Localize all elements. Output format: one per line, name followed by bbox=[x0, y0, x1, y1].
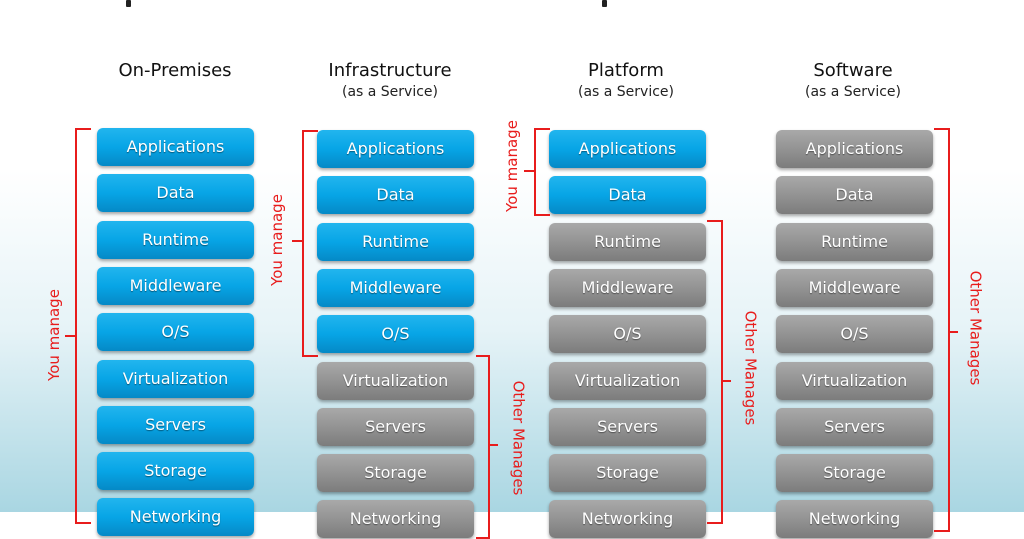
layer-servers: Servers bbox=[97, 405, 254, 444]
column-header-paas: Platform (as a Service) bbox=[526, 60, 726, 102]
other-manages-bracket bbox=[707, 220, 723, 524]
bracket-tick bbox=[721, 380, 731, 382]
layer-virtualization: Virtualization bbox=[776, 361, 933, 400]
column-title: Infrastructure bbox=[328, 60, 452, 81]
bracket-tick bbox=[524, 170, 534, 172]
layer-runtime: Runtime bbox=[97, 220, 254, 259]
layer-applications: Applications bbox=[776, 130, 933, 168]
layer-storage: Storage bbox=[549, 454, 706, 493]
column-title: On-Premises bbox=[118, 60, 232, 81]
layer-os: O/S bbox=[549, 315, 706, 354]
layer-networking: Networking bbox=[549, 500, 706, 539]
other-manages-label: Other Manages bbox=[508, 380, 527, 496]
layer-servers: Servers bbox=[317, 407, 474, 446]
you-manage-label: You manage bbox=[267, 194, 286, 286]
column-title: Software bbox=[813, 60, 893, 81]
bracket-tick bbox=[488, 444, 498, 446]
title-fragment bbox=[602, 0, 607, 7]
column-header-iaas: Infrastructure (as a Service) bbox=[290, 60, 490, 102]
layer-data: Data bbox=[549, 176, 706, 215]
column-header-on-premises: On-Premises bbox=[75, 60, 275, 82]
layer-networking: Networking bbox=[776, 500, 933, 539]
bracket-tick bbox=[292, 240, 302, 242]
layer-os: O/S bbox=[317, 315, 474, 354]
layer-middleware: Middleware bbox=[549, 268, 706, 307]
column-header-saas: Software (as a Service) bbox=[753, 60, 953, 102]
layer-middleware: Middleware bbox=[97, 266, 254, 305]
bracket-tick bbox=[948, 331, 958, 333]
layer-os: O/S bbox=[776, 315, 933, 354]
layer-applications: Applications bbox=[549, 130, 706, 168]
you-manage-label: You manage bbox=[44, 289, 63, 381]
column-subtitle: (as a Service) bbox=[341, 84, 439, 100]
layer-runtime: Runtime bbox=[776, 222, 933, 261]
layer-data: Data bbox=[317, 176, 474, 215]
layer-storage: Storage bbox=[776, 454, 933, 493]
you-manage-bracket bbox=[75, 128, 91, 524]
layer-runtime: Runtime bbox=[317, 222, 474, 261]
column-subtitle: (as a Service) bbox=[577, 84, 675, 100]
other-manages-bracket bbox=[934, 128, 950, 532]
layer-servers: Servers bbox=[776, 407, 933, 446]
layer-middleware: Middleware bbox=[776, 268, 933, 307]
layer-applications: Applications bbox=[97, 128, 254, 166]
title-fragment bbox=[126, 0, 131, 7]
other-manages-label: Other Manages bbox=[965, 270, 984, 386]
bracket-tick bbox=[65, 335, 75, 337]
other-manages-bracket bbox=[476, 355, 490, 539]
layer-storage: Storage bbox=[97, 452, 254, 491]
layer-applications: Applications bbox=[317, 130, 474, 168]
other-manages-label: Other Manages bbox=[740, 310, 759, 426]
layer-os: O/S bbox=[97, 313, 254, 352]
column-title: Platform bbox=[588, 60, 664, 81]
layer-storage: Storage bbox=[317, 454, 474, 493]
you-manage-label: You manage bbox=[502, 120, 521, 212]
you-manage-bracket bbox=[302, 130, 318, 357]
layer-networking: Networking bbox=[317, 500, 474, 539]
layer-runtime: Runtime bbox=[549, 222, 706, 261]
layer-networking: Networking bbox=[97, 498, 254, 537]
layer-middleware: Middleware bbox=[317, 268, 474, 307]
layer-data: Data bbox=[776, 176, 933, 215]
layer-virtualization: Virtualization bbox=[549, 361, 706, 400]
layer-virtualization: Virtualization bbox=[97, 359, 254, 398]
you-manage-bracket bbox=[534, 128, 550, 216]
layer-virtualization: Virtualization bbox=[317, 361, 474, 400]
layer-servers: Servers bbox=[549, 407, 706, 446]
layer-data: Data bbox=[97, 174, 254, 213]
column-subtitle: (as a Service) bbox=[804, 84, 902, 100]
